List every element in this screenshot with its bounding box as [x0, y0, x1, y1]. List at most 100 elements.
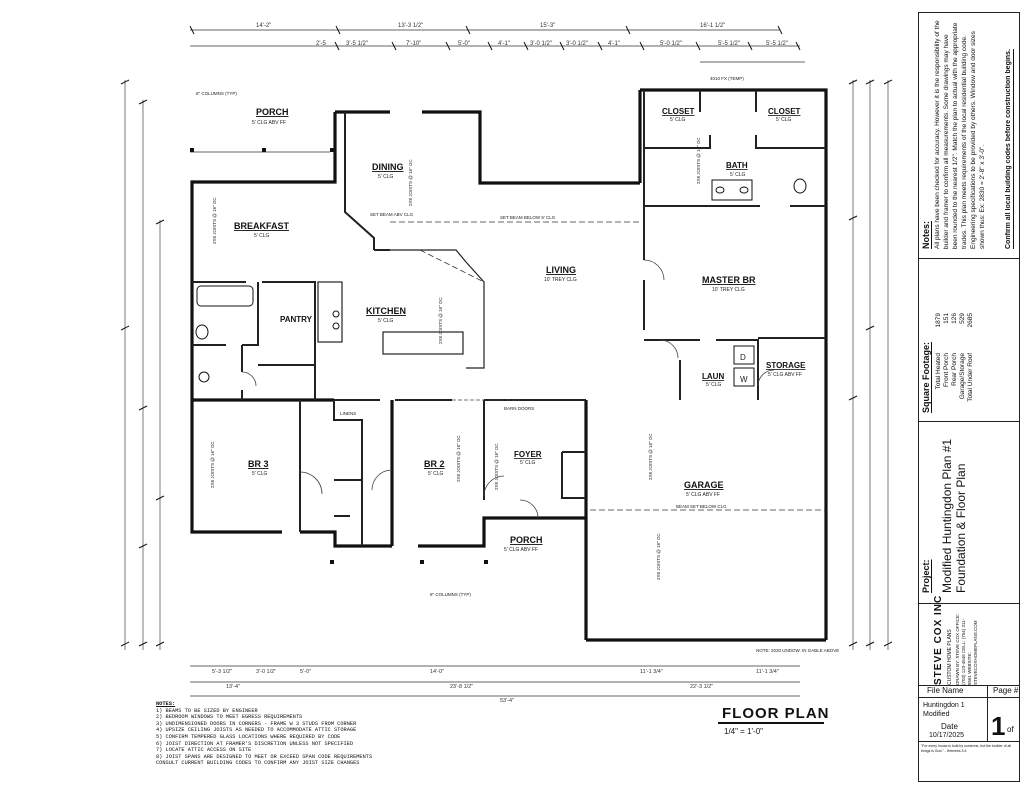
general-note-2: 2) BEDROOM WINDOWS TO MEET EGRESS REQUIR…	[156, 714, 303, 721]
title-block-divider-2	[919, 421, 1019, 422]
joist-label-kitchen: 2X8 JOISTS @ 16" OC	[438, 297, 443, 344]
page-number: 1	[991, 711, 1006, 741]
room-storage-sub: 5' CLG ABV FF	[768, 372, 802, 378]
dim-bottom-3: 5'-0"	[300, 669, 311, 675]
callout-set-beam-below: SET BEAM BELOW 5' CLG	[500, 215, 556, 220]
room-closet-2: CLOSET	[768, 107, 801, 116]
side-dimension-ticks	[120, 79, 893, 647]
room-br3: BR 3	[248, 459, 269, 469]
dim-top-7: 7'-10"	[406, 41, 421, 47]
room-br2-sub: 5' CLG	[428, 471, 444, 477]
room-porch-front-sub: 5' CLG ABV FF	[504, 547, 538, 553]
title-block-divider-4	[919, 685, 1019, 686]
notes-title: Notes:	[921, 220, 931, 249]
callout-set-beam-above: SET BEAM ABV CLG	[370, 212, 414, 217]
washer-icon	[733, 345, 755, 365]
room-pantry: PANTRY	[280, 315, 313, 324]
room-living-sub: 10' TREY CLG	[544, 277, 577, 283]
company-sub: CUSTOM HOME PLANS	[947, 629, 953, 685]
room-closet-2-sub: 5' CLG	[776, 117, 792, 123]
notes-confirm: Confirm all local building codes before …	[1005, 49, 1012, 249]
floor-drain-icon	[198, 371, 210, 383]
joist-label-garage: 2X8 JOISTS @ 16" OC	[648, 433, 653, 480]
room-foyer-sub: 5' CLG	[520, 460, 536, 466]
callout-beam-garage: BEAM SET BELOW CLG	[676, 504, 727, 509]
floor-plan-drawing: 14'-2" 13'-3 1/2" 15'-3" 16'-1 1/2" 2'-5…	[120, 23, 893, 704]
date-label: Date	[941, 722, 958, 731]
dim-top-11: 3'-0 1/2"	[566, 41, 588, 47]
general-note-9: CONSULT CURRENT BUILDING CODES TO CONFIR…	[156, 760, 360, 767]
dim-top-14: 5'-5 1/2"	[718, 41, 740, 47]
room-br2: BR 2	[424, 459, 445, 469]
dim-bottom-1: 5'-3 1/2"	[212, 669, 232, 675]
company-contact: DRAWN BY: STEVE COX OFFICE: (703) 123-45…	[955, 613, 978, 685]
sqft-label-1: Total Heated	[935, 353, 942, 390]
callout-columns-top: 8" COLUMNS (TYP)	[196, 91, 237, 96]
room-laun-sub: 5' CLG	[706, 382, 722, 388]
drawing-title: FLOOR PLAN	[722, 705, 830, 722]
dim-top-10: 3'-0 1/2"	[530, 41, 552, 47]
title-block: Notes: All plans have been checked for a…	[918, 12, 1020, 782]
top-dimension-ticks	[189, 25, 801, 51]
room-laun: LAUN	[702, 372, 724, 381]
joist-label-br3: 2X8 JOISTS @ 16" OC	[210, 441, 215, 488]
exterior-walls	[190, 88, 828, 642]
room-closet-1: CLOSET	[662, 107, 695, 116]
room-dining-sub: 5' CLG	[378, 174, 394, 180]
dim-bottom-4: 14'-0"	[430, 669, 444, 675]
general-note-1: 1) BEAMS TO BE SIZED BY ENGINEER	[156, 707, 258, 714]
file-name-label: File Name	[927, 686, 964, 695]
joist-label-porch: 2X8 JOISTS @ 16" OC	[656, 533, 661, 580]
fixtures: D W	[195, 178, 807, 387]
dryer-icon	[733, 367, 755, 387]
room-kitchen-sub: 5' CLG	[378, 318, 394, 324]
dim-top-5: 2'-5	[316, 41, 326, 47]
project-name-line1: Modified Huntingdon Plan #1	[940, 438, 954, 593]
dim-top-2: 13'-3 1/2"	[398, 23, 423, 29]
callout-window-note: NOTE: 2030 UNDOW. IN GABLE ABOVE	[756, 648, 839, 653]
svg-text:W: W	[740, 375, 748, 384]
sqft-value-1: 1879	[935, 313, 942, 328]
general-notes: NOTES: 1) BEAMS TO BE SIZED BY ENGINEER …	[156, 701, 456, 767]
room-labels: PORCH 5' CLG ABV FF DINING 5' CLG BREAKF…	[234, 107, 806, 553]
title-block-divider-5	[919, 741, 1019, 742]
footer-quote: "For every house is built by someone, bu…	[921, 744, 1011, 753]
bottom-dimension-lines	[190, 665, 800, 697]
dim-top-6: 3'-5 1/2"	[346, 41, 368, 47]
general-notes-title: NOTES:	[156, 701, 176, 707]
callout-columns-bottom: 8" COLUMNS (TYP)	[430, 592, 471, 597]
general-note-6: 6) JOIST DIRECTION AT FRAMER'S DISCRETIO…	[156, 740, 354, 747]
callouts: 8" COLUMNS (TYP) 8" COLUMNS (TYP) SET BE…	[196, 76, 839, 653]
sink-icon-2	[739, 186, 749, 194]
sqft-value-4: 529	[959, 313, 966, 324]
callout-opening: 4010 FX (TEMP)	[710, 76, 744, 81]
dim-top-3: 15'-3"	[540, 23, 555, 29]
columns	[190, 148, 488, 564]
room-dining: DINING	[372, 162, 404, 172]
sqft-value-2: 151	[943, 313, 950, 324]
notes-text: All plans have been checked for accuracy…	[934, 20, 986, 249]
project-title: Project:	[921, 559, 931, 593]
toilet-icon	[195, 324, 209, 340]
dim-top-4: 16'-1 1/2"	[700, 23, 725, 29]
sqft-value-3: 126	[951, 313, 958, 324]
title-block-divider	[919, 258, 1019, 259]
dim-bottom-5: 23'-8 1/2"	[450, 684, 473, 690]
page-of: of	[1007, 725, 1014, 734]
file-name-rule	[919, 697, 1019, 698]
dim-bottom-2: 3'-0 1/2"	[256, 669, 276, 675]
bottom-dimension-text: 5'-3 1/2" 3'-0 1/2" 5'-0" 14'-0" 23'-8 1…	[212, 669, 779, 704]
interior-walls	[192, 90, 826, 546]
toilet-icon-2	[793, 178, 807, 194]
callout-linens: LINENS	[340, 411, 356, 416]
dim-top-1: 14'-2"	[256, 23, 271, 29]
project-name-line2: Foundation & Floor Plan	[954, 463, 968, 593]
dim-top-13: 5'-0 1/2"	[660, 41, 682, 47]
range-icon	[332, 310, 340, 318]
joist-labels: 2X8 JOISTS @ 16" OC 2X8 JOISTS @ 16" OC …	[210, 137, 701, 580]
callout-barn-doors: BARN DOORS	[504, 406, 534, 411]
dim-bottom-7: 22'-3 1/2"	[690, 684, 713, 690]
drawing-title-underline	[718, 722, 824, 724]
dim-top-9: 4'-1"	[498, 41, 510, 47]
dim-bottom-8: 11'-1 3/4"	[640, 669, 663, 675]
